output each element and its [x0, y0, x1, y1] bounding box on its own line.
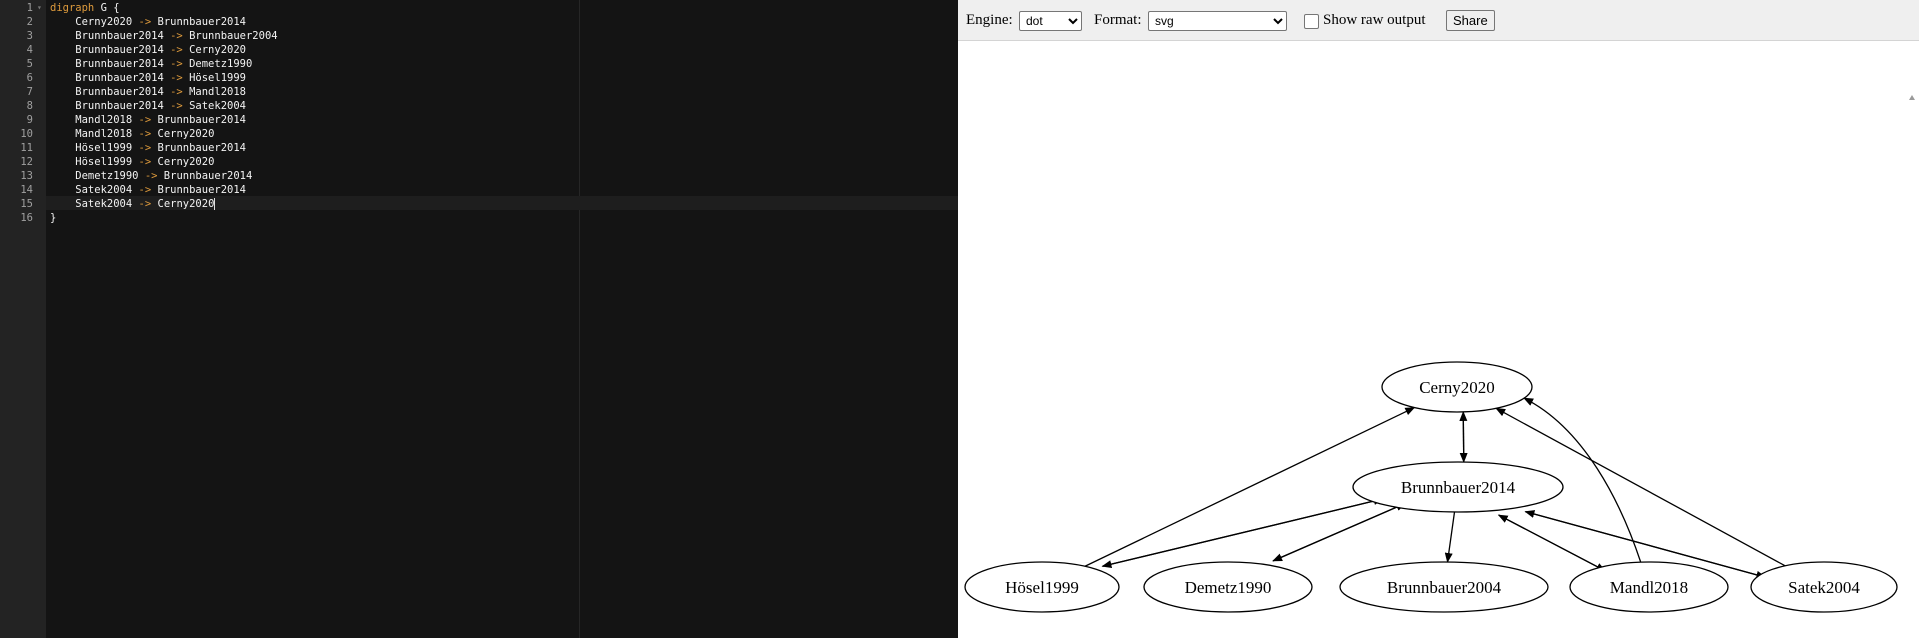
code-line[interactable]: 4 Brunnbauer2014 -> Cerny2020	[0, 43, 958, 57]
line-number: 1	[26, 2, 33, 14]
toolbar: Engine: dot Format: svg Show raw output …	[958, 0, 1919, 41]
engine-select[interactable]: dot	[1019, 11, 1082, 31]
code-text: Brunnbauer2014 -> Hösel1999	[50, 72, 246, 84]
graph-node: Hösel1999	[964, 561, 1120, 613]
code-line[interactable]: 15 Satek2004 -> Cerny2020	[0, 197, 958, 211]
code-text: Mandl2018 -> Brunnbauer2014	[50, 114, 246, 126]
format-label: Format:	[1094, 12, 1142, 28]
graph-edge	[1444, 511, 1456, 564]
format-select[interactable]: svg	[1148, 11, 1287, 31]
line-number: 5	[26, 58, 33, 70]
code-line[interactable]: 5 Brunnbauer2014 -> Demetz1990	[0, 57, 958, 71]
active-line-highlight	[46, 196, 958, 210]
print-margin	[579, 0, 580, 638]
line-number: 6	[26, 72, 33, 84]
graph-node-label: Satek2004	[1788, 578, 1860, 597]
code-text: Brunnbauer2014 -> Cerny2020	[50, 44, 246, 56]
graph-node-label: Mandl2018	[1610, 578, 1688, 597]
line-number: 7	[26, 86, 33, 98]
graph-node: Satek2004	[1750, 561, 1898, 613]
graph-edge	[1459, 410, 1468, 462]
line-number: 11	[20, 142, 33, 154]
code-text: Brunnbauer2014 -> Brunnbauer2004	[50, 30, 278, 42]
code-text: Brunnbauer2014 -> Demetz1990	[50, 58, 253, 70]
graph-edge	[1523, 397, 1642, 563]
code-editor[interactable]: 1▾digraph G {2 Cerny2020 -> Brunnbauer20…	[0, 0, 958, 638]
graph-node: Cerny2020	[1381, 361, 1533, 413]
code-line[interactable]: 7 Brunnbauer2014 -> Mandl2018	[0, 85, 958, 99]
line-number: 4	[26, 44, 33, 56]
code-line[interactable]: 16}	[0, 211, 958, 225]
line-number: 16	[20, 212, 33, 224]
text-cursor	[214, 198, 216, 210]
code-text: Hösel1999 -> Brunnbauer2014	[50, 142, 246, 154]
share-button[interactable]: Share	[1446, 10, 1495, 31]
graph-edge	[1495, 407, 1786, 567]
code-line[interactable]: 9 Mandl2018 -> Brunnbauer2014	[0, 113, 958, 127]
code-text: }	[50, 212, 57, 224]
code-line[interactable]: 10 Mandl2018 -> Cerny2020	[0, 127, 958, 141]
graph-node-label: Hösel1999	[1005, 578, 1079, 597]
edges-layer	[1084, 397, 1786, 579]
code-text: Mandl2018 -> Cerny2020	[50, 128, 215, 140]
line-number: 14	[20, 184, 33, 196]
graph-edge	[1524, 510, 1766, 578]
line-number: 15	[20, 198, 33, 210]
code-line[interactable]: 6 Brunnbauer2014 -> Hösel1999	[0, 71, 958, 85]
code-line[interactable]: 8 Brunnbauer2014 -> Satek2004	[0, 99, 958, 113]
graph-edge	[1084, 406, 1416, 567]
code-text: Satek2004 -> Brunnbauer2014	[50, 184, 246, 196]
code-text: Demetz1990 -> Brunnbauer2014	[50, 170, 253, 182]
code-text: Satek2004 -> Cerny2020	[50, 198, 215, 210]
output-pane: Engine: dot Format: svg Show raw output …	[958, 0, 1919, 638]
show-raw-output-checkbox[interactable]	[1304, 14, 1319, 29]
code-text: digraph G {	[50, 2, 120, 14]
code-text: Brunnbauer2014 -> Mandl2018	[50, 86, 246, 98]
code-line[interactable]: 14 Satek2004 -> Brunnbauer2014	[0, 183, 958, 197]
line-number: 9	[26, 114, 33, 126]
line-number: 3	[26, 30, 33, 42]
graph-edge	[1272, 502, 1407, 562]
line-number-gutter	[0, 0, 46, 638]
graph-node: Mandl2018	[1569, 561, 1729, 613]
graph-node: Demetz1990	[1143, 561, 1313, 613]
graph-node-ellipse	[1143, 561, 1313, 613]
code-text: Hösel1999 -> Cerny2020	[50, 156, 215, 168]
graph-node-label: Brunnbauer2004	[1387, 578, 1502, 597]
graph-node-ellipse	[1352, 461, 1564, 513]
scroll-up-arrow-icon[interactable]	[1909, 95, 1915, 100]
graph-node: Brunnbauer2004	[1339, 561, 1549, 613]
graph-node: Brunnbauer2014	[1352, 461, 1564, 513]
graph-node-ellipse	[964, 561, 1120, 613]
code-line[interactable]: 3 Brunnbauer2014 -> Brunnbauer2004	[0, 29, 958, 43]
engine-label: Engine:	[966, 12, 1013, 28]
show-raw-output-label[interactable]: Show raw output	[1323, 12, 1426, 28]
code-line[interactable]: 2 Cerny2020 -> Brunnbauer2014	[0, 15, 958, 29]
code-line[interactable]: 12 Hösel1999 -> Cerny2020	[0, 155, 958, 169]
line-number: 2	[26, 16, 33, 28]
graph-node-ellipse	[1339, 561, 1549, 613]
line-number: 13	[20, 170, 33, 182]
graph-node-label: Cerny2020	[1419, 378, 1495, 397]
line-number: 8	[26, 100, 33, 112]
code-text: Cerny2020 -> Brunnbauer2014	[50, 16, 246, 28]
graph-node-label: Demetz1990	[1185, 578, 1272, 597]
code-line[interactable]: 1 ▾ digraph G {	[0, 1, 958, 15]
line-number: 10	[20, 128, 33, 140]
graph-edge	[1497, 514, 1606, 572]
fold-toggle-icon[interactable]: ▾	[37, 3, 42, 12]
code-text: Brunnbauer2014 -> Satek2004	[50, 100, 246, 112]
graph-node-ellipse	[1750, 561, 1898, 613]
graph-node-label: Brunnbauer2014	[1401, 478, 1516, 497]
graph-node-ellipse	[1569, 561, 1729, 613]
code-line[interactable]: 11 Hösel1999 -> Brunnbauer2014	[0, 141, 958, 155]
code-line[interactable]: 13 Demetz1990 -> Brunnbauer2014	[0, 169, 958, 183]
graph-edge	[1102, 497, 1384, 567]
line-number: 12	[20, 156, 33, 168]
graph-node-ellipse	[1381, 361, 1533, 413]
